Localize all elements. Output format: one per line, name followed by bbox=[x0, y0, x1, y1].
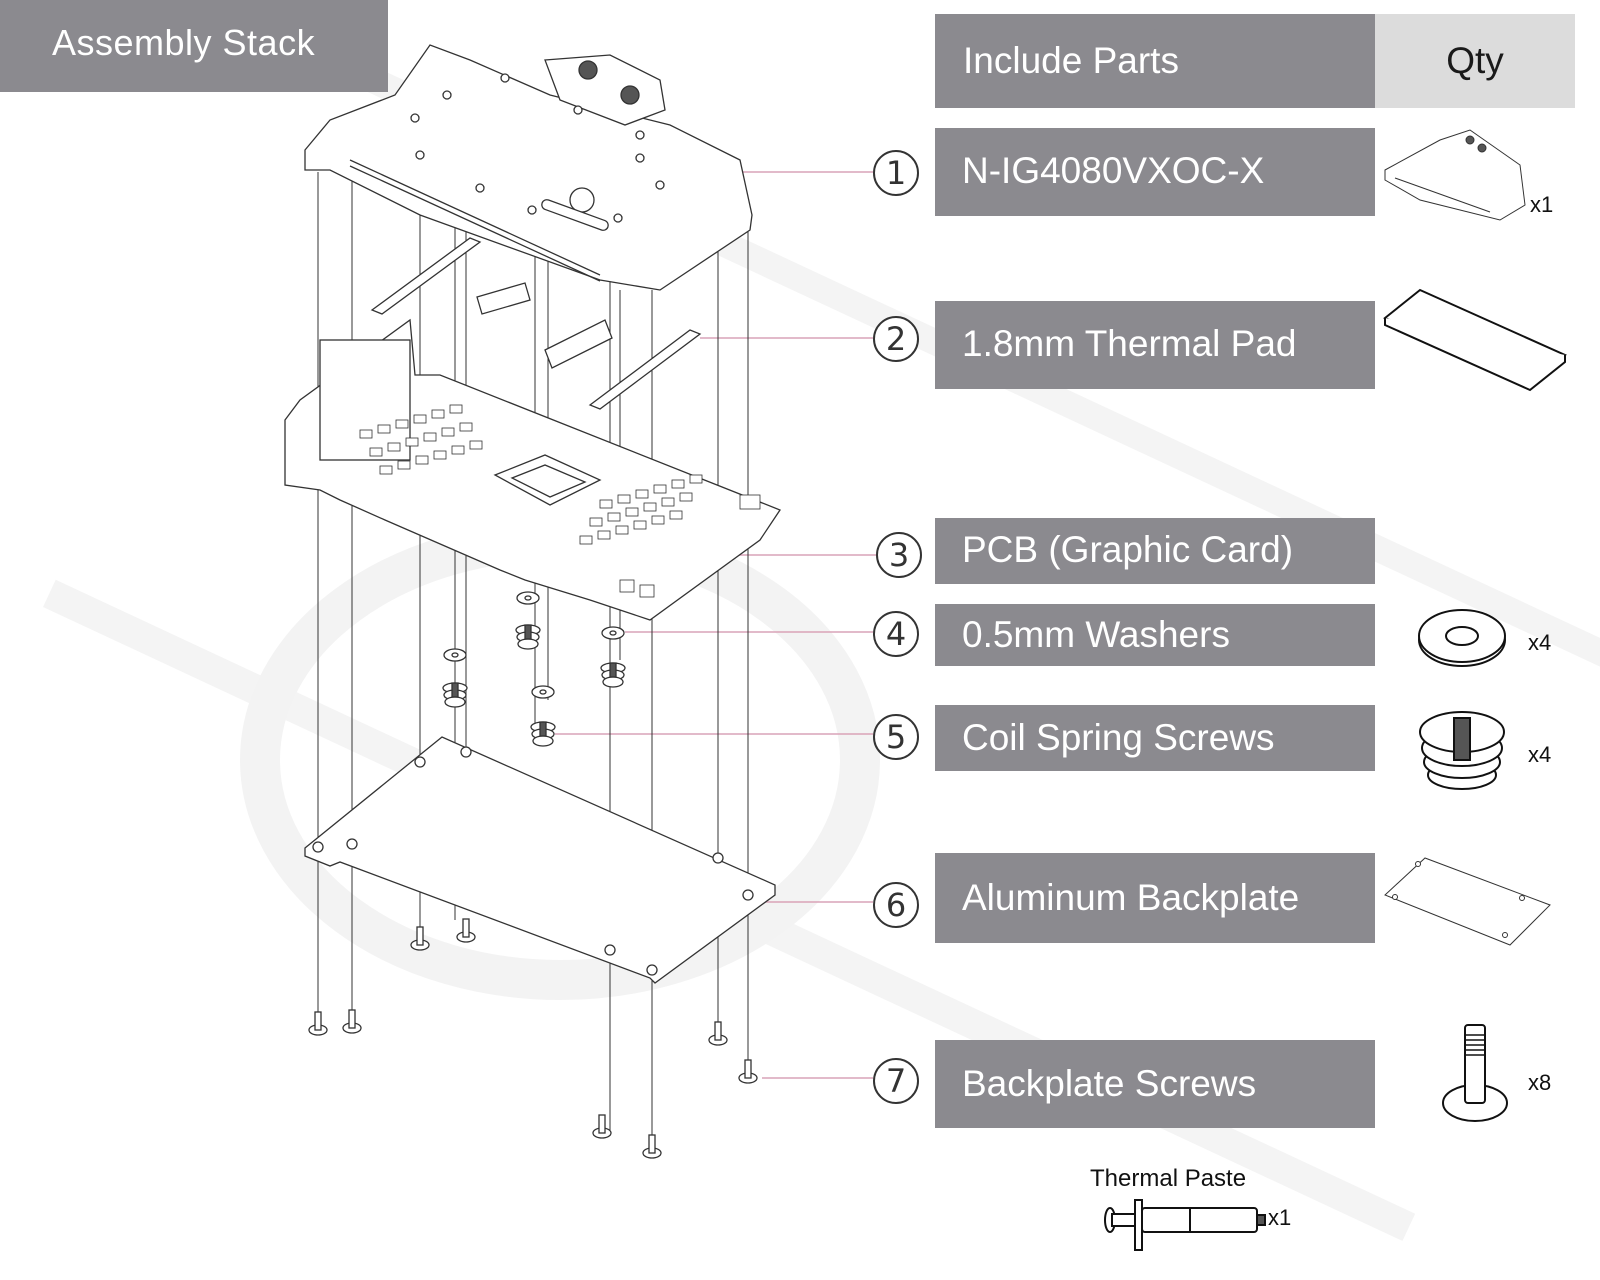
backplate-icon bbox=[1384, 857, 1551, 946]
part-row-7: Backplate Screws bbox=[935, 1040, 1375, 1128]
coil-springs-drawing bbox=[442, 624, 626, 747]
callout-3: 3 bbox=[876, 532, 922, 578]
coil-spring-screw-icon bbox=[1419, 711, 1505, 790]
qty-header: Qty bbox=[1375, 14, 1575, 108]
callout-4: 4 bbox=[873, 611, 919, 657]
part-row-5: Coil Spring Screws bbox=[935, 705, 1375, 771]
part-name: Aluminum Backplate bbox=[962, 877, 1300, 918]
callout-7: 7 bbox=[873, 1058, 919, 1104]
qty-4: x4 bbox=[1528, 630, 1552, 655]
part-name: 1.8mm Thermal Pad bbox=[962, 323, 1297, 364]
part-name: Backplate Screws bbox=[962, 1063, 1257, 1104]
thermal-paste-label: Thermal Paste bbox=[1090, 1165, 1247, 1192]
include-parts-label: Include Parts bbox=[963, 40, 1179, 81]
callout-5: 5 bbox=[873, 714, 919, 760]
part-name: PCB (Graphic Card) bbox=[962, 529, 1294, 570]
part-row-6: Aluminum Backplate bbox=[935, 853, 1375, 943]
include-parts-header: Include Parts bbox=[935, 14, 1375, 108]
qty-5: x4 bbox=[1528, 742, 1552, 767]
pcb-drawing bbox=[284, 318, 781, 621]
thermal-pad-icon bbox=[1383, 288, 1567, 392]
water-block-icon bbox=[1384, 129, 1526, 221]
title-text: Assembly Stack bbox=[52, 22, 316, 63]
backplate-screws-drawing bbox=[308, 918, 758, 1159]
part-row-2: 1.8mm Thermal Pad bbox=[935, 301, 1375, 389]
part-row-1: N-IG4080VXOC-X bbox=[935, 128, 1375, 216]
qty-7: x8 bbox=[1528, 1070, 1552, 1095]
callout-6: 6 bbox=[873, 882, 919, 928]
water-block-drawing bbox=[304, 44, 753, 291]
thermal-pads-drawing bbox=[370, 237, 702, 410]
qty-1: x1 bbox=[1530, 192, 1554, 217]
leader-lines bbox=[555, 171, 876, 1079]
thermal-paste-qty: x1 bbox=[1268, 1205, 1292, 1230]
syringe-icon bbox=[1104, 1199, 1266, 1251]
washer-icon bbox=[1418, 609, 1506, 667]
assembly-stack-title: Assembly Stack bbox=[0, 0, 388, 92]
callout-2: 2 bbox=[873, 316, 919, 362]
screw-icon bbox=[1442, 1024, 1508, 1122]
part-name: 0.5mm Washers bbox=[962, 614, 1230, 655]
part-row-4: 0.5mm Washers bbox=[935, 604, 1375, 666]
qty-label: Qty bbox=[1446, 40, 1504, 81]
part-name: Coil Spring Screws bbox=[962, 717, 1275, 758]
part-row-3: PCB (Graphic Card) bbox=[935, 518, 1375, 584]
washers-drawing bbox=[443, 591, 625, 699]
callout-1: 1 bbox=[873, 150, 919, 196]
part-name: N-IG4080VXOC-X bbox=[962, 150, 1265, 191]
backplate-drawing bbox=[304, 736, 776, 984]
guide-lines bbox=[317, 172, 749, 1150]
